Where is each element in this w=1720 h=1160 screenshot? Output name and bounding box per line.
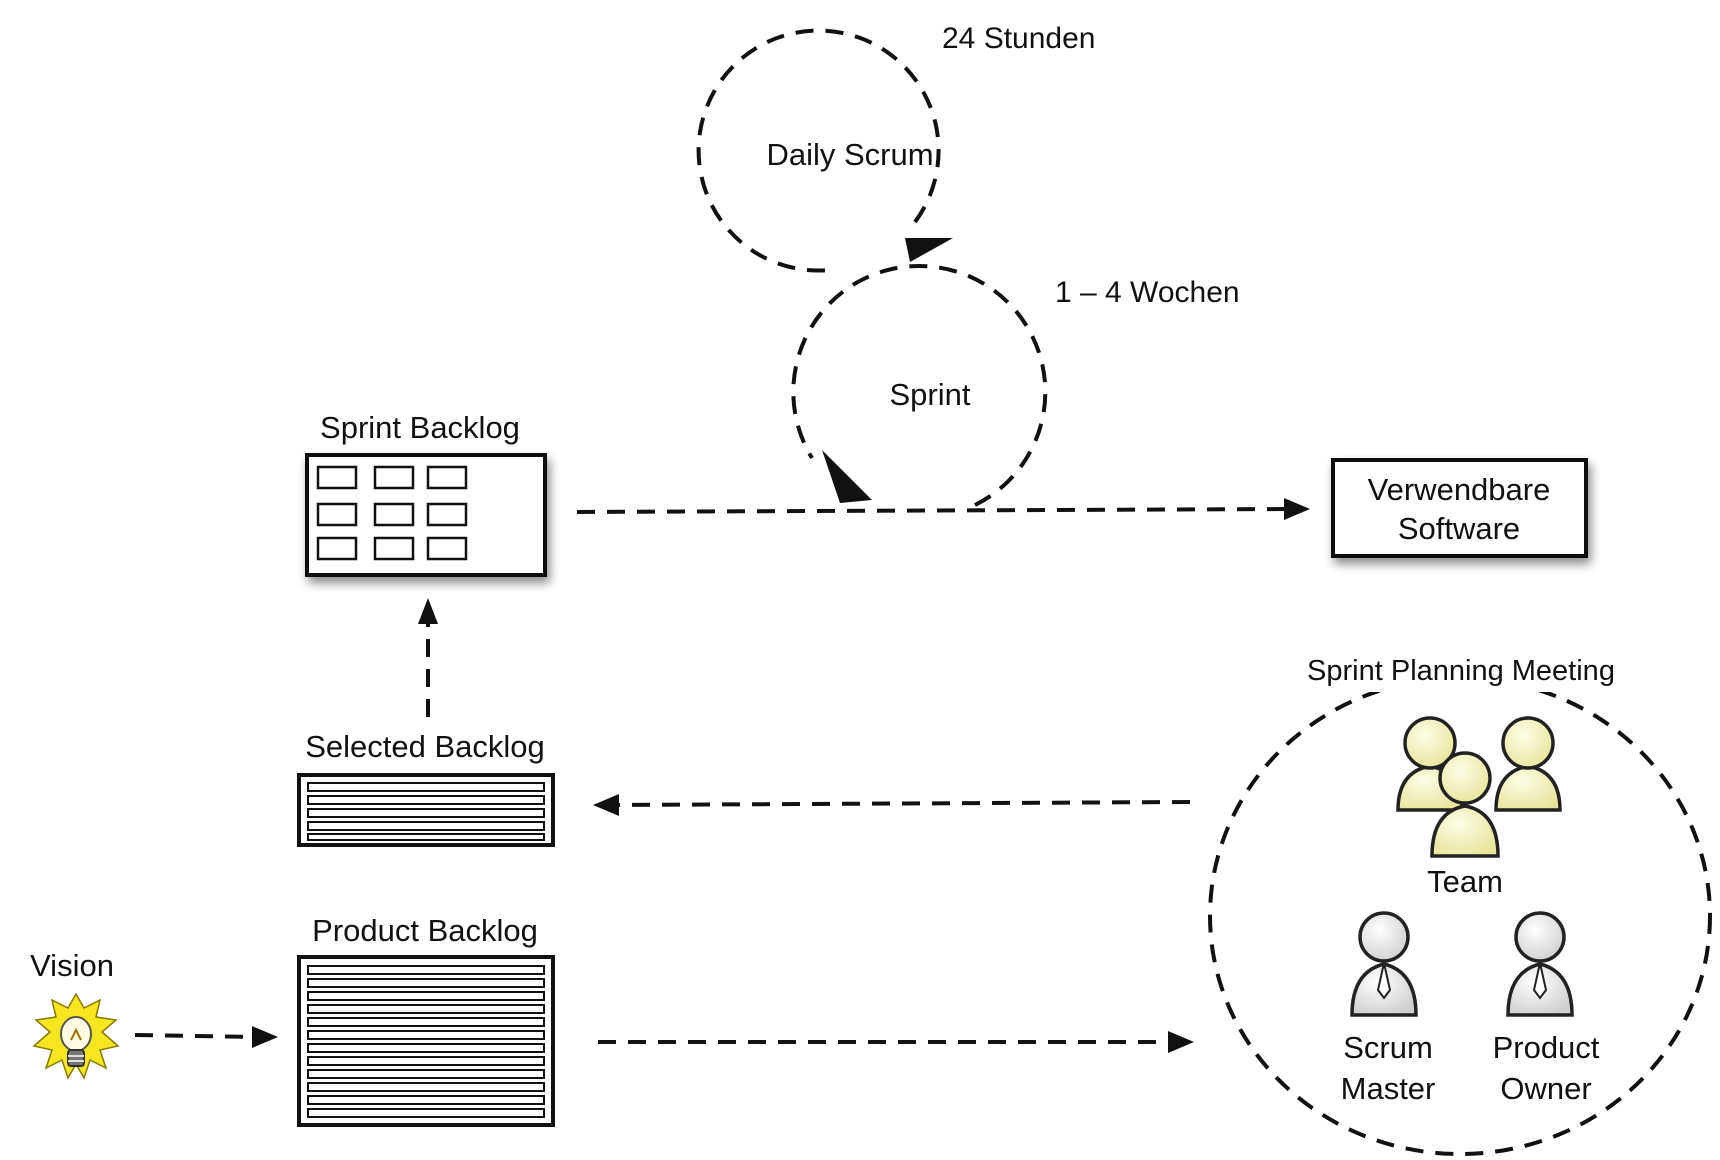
- sprint-arrowhead: [822, 450, 872, 503]
- sprint-backlog: Sprint Backlog: [305, 410, 547, 577]
- product-backlog: Product Backlog: [297, 913, 555, 1127]
- scrum-master-label-line1: Scrum: [1343, 1030, 1433, 1065]
- sprint-duration: 1 – 4 Wochen: [1055, 276, 1240, 309]
- arrow-planning-to-selected: [593, 794, 1191, 816]
- sprint-planning-meeting: Sprint Planning Meeting Team Scrum Maste…: [1208, 650, 1712, 1156]
- selected-backlog-label: Selected Backlog: [305, 729, 545, 764]
- sprint-backlog-label: Sprint Backlog: [320, 410, 520, 445]
- product-backlog-label: Product Backlog: [312, 913, 538, 948]
- product-owner-label-line1: Product: [1493, 1030, 1600, 1065]
- arrow-vision-to-product-backlog: [134, 1026, 278, 1048]
- software-label-line1: Verwendbare: [1368, 472, 1551, 507]
- daily-scrum-cycle: Daily Scrum 24 Stunden: [696, 22, 1095, 273]
- vision: Vision: [30, 948, 120, 1080]
- planning-meeting-label: Sprint Planning Meeting: [1307, 655, 1615, 687]
- team-label: Team: [1427, 864, 1503, 899]
- sprint-backlog-cards: [316, 465, 468, 561]
- arrow-sprint-to-software: [576, 498, 1310, 520]
- sprint-label: Sprint: [890, 377, 971, 412]
- person-icon: [1506, 911, 1574, 1017]
- software-box: Verwendbare Software: [1331, 458, 1588, 558]
- selected-backlog: Selected Backlog: [297, 729, 555, 847]
- lightbulb-icon: [32, 992, 120, 1080]
- arrow-selected-to-sprint-backlog: [418, 598, 438, 717]
- vision-label: Vision: [30, 948, 114, 983]
- product-owner-label-line2: Owner: [1500, 1071, 1591, 1106]
- arrow-product-to-planning: [598, 1031, 1194, 1053]
- daily-scrum-duration: 24 Stunden: [942, 22, 1095, 55]
- software-label-line2: Software: [1398, 511, 1520, 546]
- daily-scrum-label: Daily Scrum: [766, 137, 933, 172]
- daily-scrum-arrowhead: [905, 238, 953, 262]
- sprint-cycle: Sprint 1 – 4 Wochen: [791, 264, 1240, 507]
- scrum-master-label-line2: Master: [1341, 1071, 1436, 1106]
- team-people-icon: [1396, 716, 1562, 858]
- person-icon: [1350, 911, 1418, 1017]
